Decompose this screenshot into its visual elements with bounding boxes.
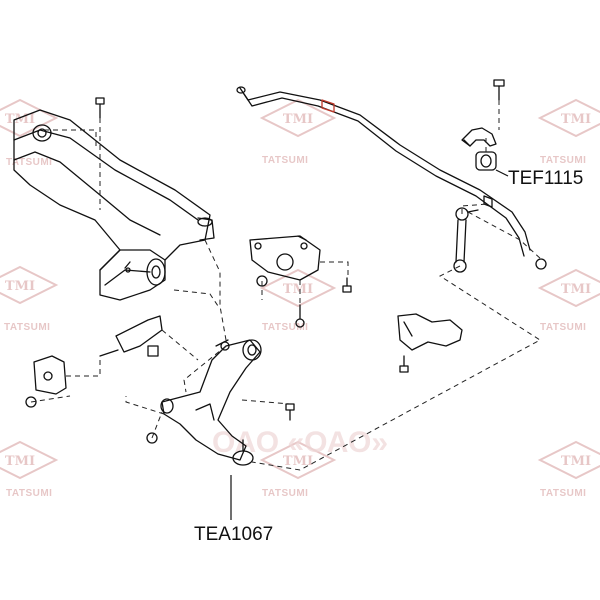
splash-shield [397, 313, 463, 351]
watermark-logo: TMI [0, 440, 59, 480]
stabilizer-bushing-part-number: TEF1115 [508, 168, 583, 189]
stabilizer-link [453, 207, 479, 273]
svg-text:TMI: TMI [283, 454, 313, 469]
watermark-logo: TMI [259, 268, 337, 308]
watermark-name: TATSUMI [4, 322, 50, 333]
arm-bracket-rear [99, 315, 163, 357]
svg-text:TMI: TMI [5, 279, 35, 294]
mount-nut-left [25, 396, 37, 408]
bracket-bolt [493, 79, 505, 101]
arm-bolt [146, 339, 295, 444]
watermark-logo: TMI [0, 265, 59, 305]
watermark-name: TATSUMI [262, 488, 308, 499]
watermark-name: TATSUMI [262, 155, 308, 166]
watermark-name: TATSUMI [262, 322, 308, 333]
subframe [13, 109, 215, 301]
shield-bolt [399, 355, 409, 373]
watermark-logo: TMI [259, 440, 337, 480]
svg-text:TMI: TMI [561, 454, 591, 469]
lower-control-arm-part-number: TEA1067 [194, 524, 273, 545]
mount-bracket-left [33, 355, 67, 395]
watermark-logo: TMI [537, 98, 600, 138]
svg-text:TMI: TMI [5, 454, 35, 469]
svg-text:TMI: TMI [283, 112, 313, 127]
watermark-name: TATSUMI [540, 322, 586, 333]
bracket-bolt [147, 345, 159, 357]
watermark-name: TATSUMI [540, 155, 586, 166]
svg-text:TMI: TMI [561, 112, 591, 127]
watermark-center-text: ОАО «ОАО» [212, 426, 388, 459]
watermark-name: TATSUMI [6, 488, 52, 499]
lower-control-arm [160, 339, 262, 461]
watermark-name: TATSUMI [6, 157, 52, 168]
stabilizer-bushing [475, 151, 497, 171]
bracket-bolt [342, 277, 352, 293]
stabilizer-bushing-bracket [461, 127, 497, 147]
ball-joint [232, 439, 254, 466]
subframe-bolt [95, 97, 105, 119]
watermark-logo: TMI [0, 98, 59, 138]
watermark-logo: TMI [537, 440, 600, 480]
stabilizer-bar [236, 86, 531, 257]
callout-leaders [230, 169, 509, 520]
svg-text:TMI: TMI [5, 112, 35, 127]
watermark-layer: TMI TATSUMI TMI TATSUMI TMI TATSUMI TMI … [0, 98, 600, 499]
watermark-name: TATSUMI [540, 488, 586, 499]
watermark-logo: TMI [259, 98, 337, 138]
arm-bracket-front [249, 235, 321, 281]
watermark-logo: TMI [537, 268, 600, 308]
svg-text:TMI: TMI [283, 282, 313, 297]
link-nut [535, 258, 547, 270]
assembly-guides [30, 100, 542, 471]
svg-text:TMI: TMI [561, 282, 591, 297]
